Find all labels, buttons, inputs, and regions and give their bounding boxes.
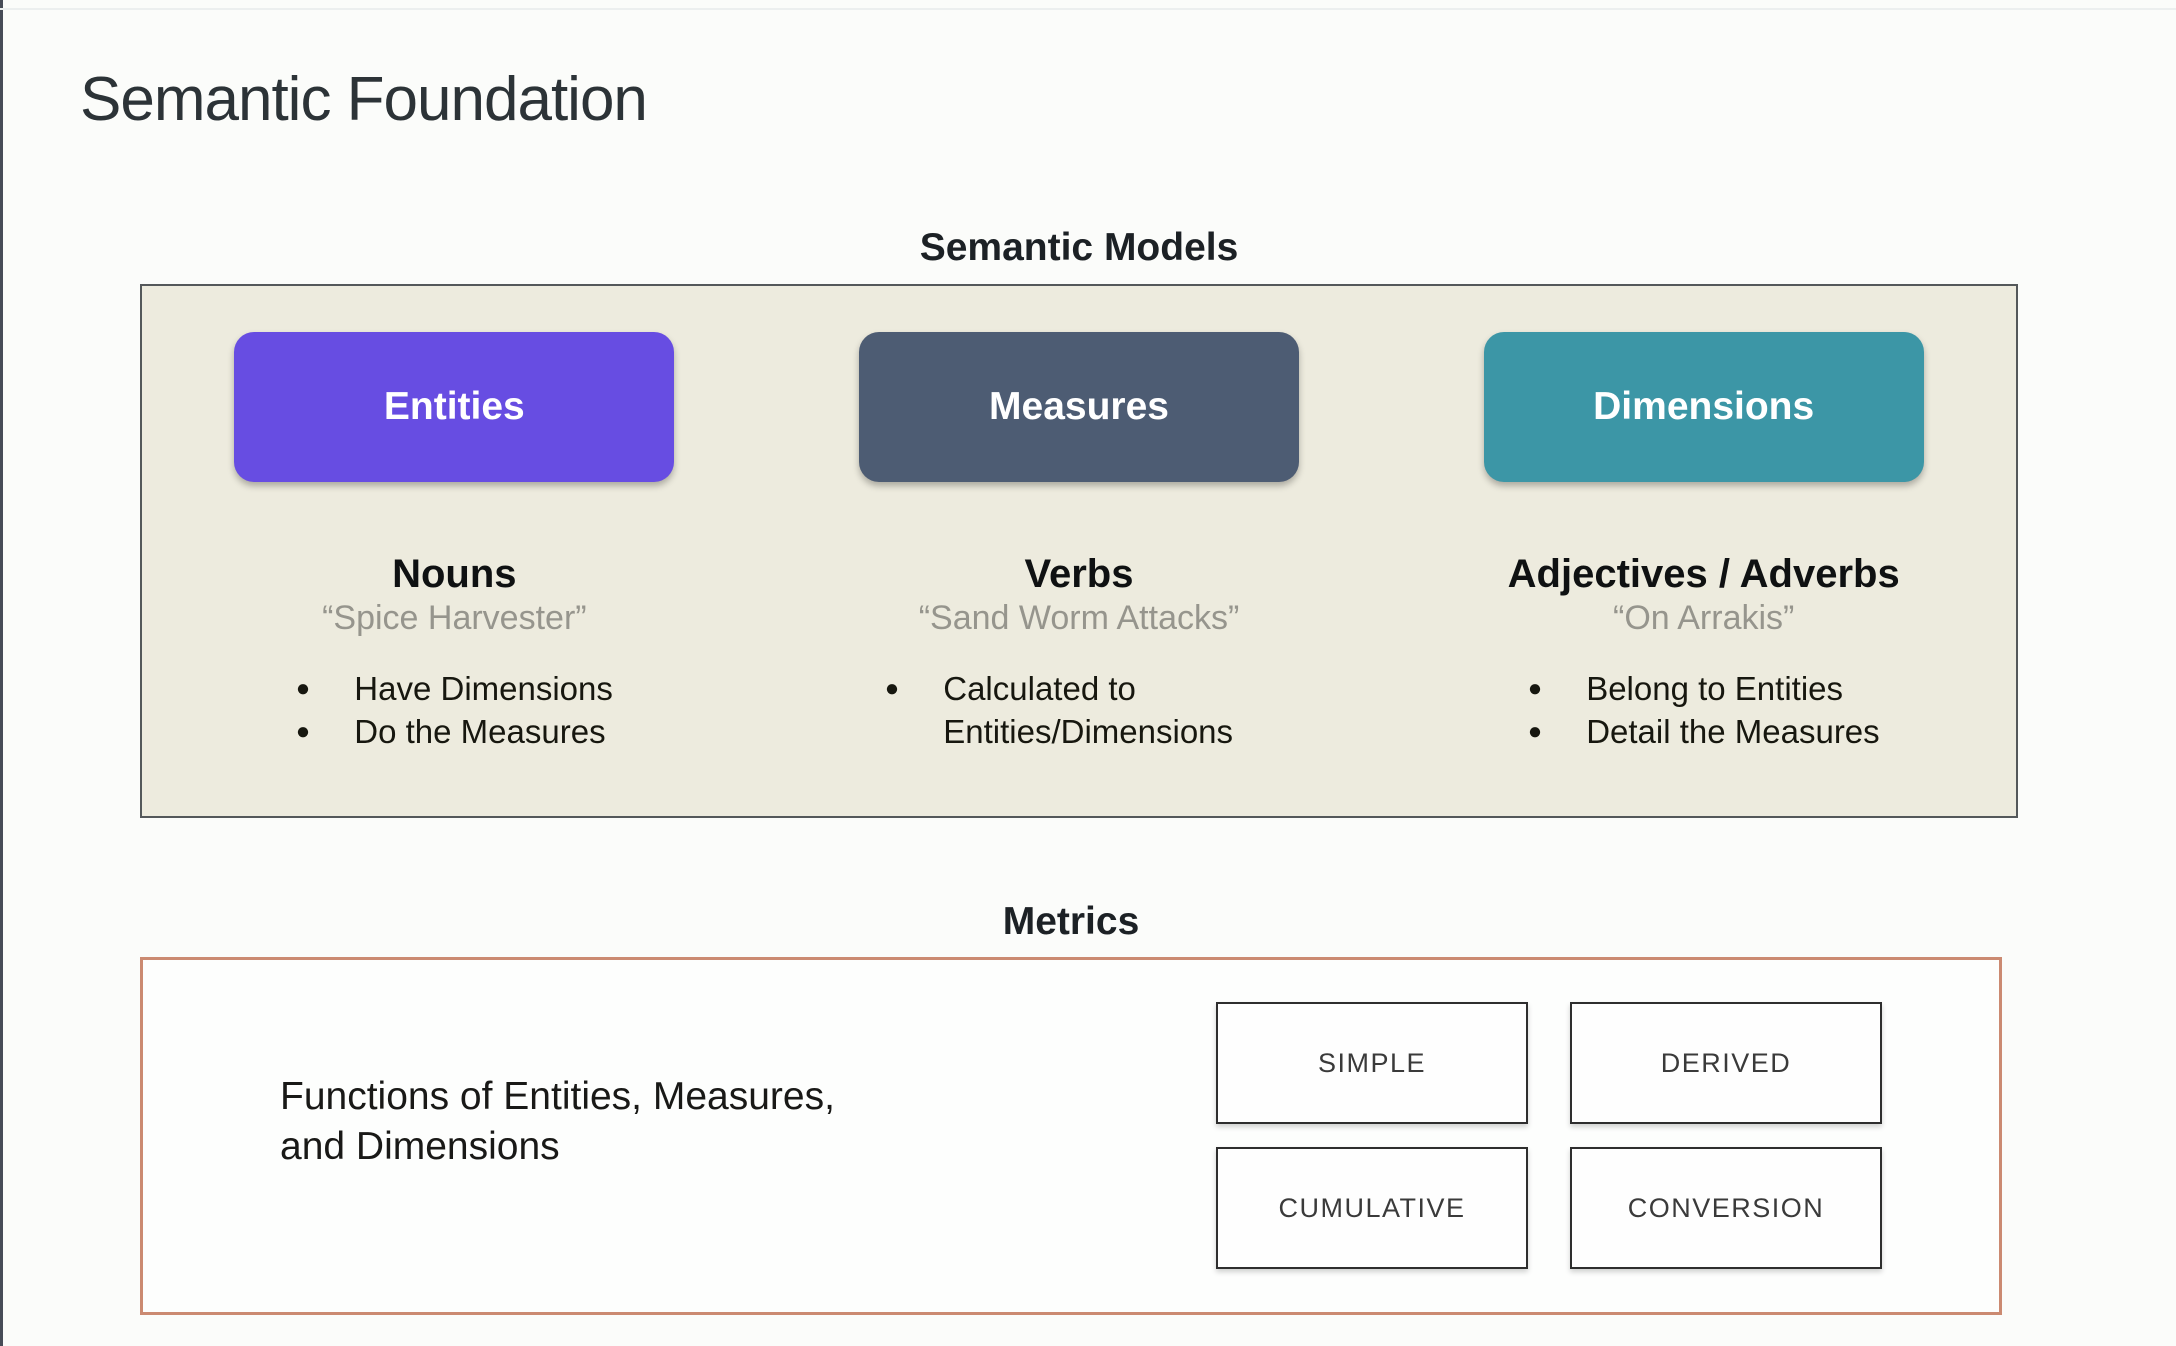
- bullet-icon: ●: [884, 675, 900, 703]
- bullet-icon: ●: [1527, 675, 1543, 703]
- semantic-models-panel: Entities Nouns “Spice Harvester” ●Have D…: [140, 284, 2018, 818]
- list-item: ●Belong to Entities: [1528, 668, 1880, 711]
- list-item: ●Calculated to Entities/Dimensions: [885, 668, 1274, 754]
- measures-button: Measures: [859, 332, 1299, 482]
- metric-types-grid: SIMPLE DERIVED CUMULATIVE CONVERSION: [1216, 1002, 1882, 1269]
- list-item: ●Do the Measures: [296, 711, 613, 754]
- window-top-border: [0, 8, 2176, 10]
- dimensions-button: Dimensions: [1483, 332, 1924, 482]
- measures-quote: “Sand Worm Attacks”: [918, 599, 1240, 637]
- entities-column: Entities Nouns “Spice Harvester” ●Have D…: [142, 286, 767, 816]
- metric-box-derived: DERIVED: [1570, 1002, 1882, 1124]
- dimensions-heading: Adjectives / Adverbs: [1507, 552, 1900, 596]
- list-item: ●Detail the Measures: [1528, 711, 1880, 754]
- dimensions-column: Dimensions Adjectives / Adverbs “On Arra…: [1391, 286, 2016, 816]
- metrics-description: Functions of Entities, Measures, and Dim…: [280, 1072, 835, 1172]
- bullet-icon: ●: [295, 675, 311, 703]
- window-left-border: [0, 0, 3, 1346]
- metric-box-cumulative: CUMULATIVE: [1216, 1147, 1528, 1269]
- metrics-section-label: Metrics: [1002, 900, 1140, 943]
- metric-box-conversion: CONVERSION: [1570, 1147, 1882, 1269]
- metrics-description-line: and Dimensions: [280, 1125, 560, 1168]
- entities-heading: Nouns: [392, 552, 517, 596]
- measures-bullet-list: ●Calculated to Entities/Dimensions: [885, 668, 1274, 754]
- dimensions-bullet-list: ●Belong to Entities ●Detail the Measures: [1528, 668, 1880, 754]
- measures-column: Measures Verbs “Sand Worm Attacks” ●Calc…: [767, 286, 1392, 816]
- entities-quote: “Spice Harvester”: [322, 599, 587, 637]
- measures-heading: Verbs: [1024, 552, 1134, 596]
- bullet-icon: ●: [295, 717, 311, 745]
- metrics-description-line: Functions of Entities, Measures,: [280, 1075, 835, 1118]
- slide-title: Semantic Foundation: [80, 65, 648, 134]
- metric-box-simple: SIMPLE: [1216, 1002, 1528, 1124]
- bullet-icon: ●: [1527, 717, 1543, 745]
- entities-bullet-list: ●Have Dimensions ●Do the Measures: [296, 668, 613, 754]
- dimensions-quote: “On Arrakis”: [1613, 599, 1795, 637]
- list-item: ●Have Dimensions: [296, 668, 613, 711]
- semantic-models-section-label: Semantic Models: [919, 226, 1239, 269]
- entities-button: Entities: [234, 332, 675, 482]
